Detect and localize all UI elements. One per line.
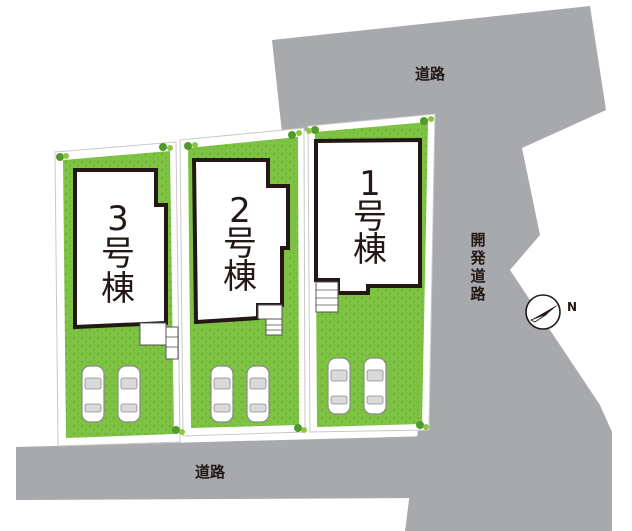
svg-text:路: 路 [470, 285, 486, 303]
south-road [16, 436, 432, 500]
house-2-suffix-go: 号 [223, 224, 257, 264]
car-icon [81, 365, 105, 423]
house-1 [314, 137, 422, 295]
house-3-suffix-to: 棟 [101, 269, 135, 309]
compass-letter: N [567, 300, 577, 314]
house-2 [191, 158, 290, 325]
car-icon [210, 365, 234, 423]
house-1-steps [315, 281, 339, 313]
house-2-suffix-to: 棟 [223, 257, 257, 297]
east-road-label: 開 発 道 路 [469, 231, 486, 303]
car-icon [363, 357, 387, 415]
house-1-number: 1 [359, 164, 381, 204]
svg-text:開: 開 [470, 231, 485, 249]
north-road-label: 道路 [415, 65, 446, 83]
south-road-label: 道路 [195, 463, 226, 481]
house-2-number: 2 [229, 191, 251, 231]
north-road [272, 6, 612, 531]
house-3-suffix-go: 号 [101, 234, 135, 274]
house-1-suffix-go: 号 [353, 197, 387, 237]
house-3 [73, 168, 168, 330]
car-icon [327, 357, 351, 415]
lot-2: 2 号 棟 [179, 127, 306, 437]
car-icon [246, 365, 270, 423]
lots: 3 号 棟 2 号 棟 [54, 113, 436, 447]
house-3-number: 3 [107, 199, 129, 239]
svg-text:道: 道 [470, 267, 485, 285]
house-3-steps [139, 322, 179, 360]
parking [81, 357, 387, 423]
house-2-steps [257, 304, 283, 336]
lot-1: 1 号 棟 [307, 113, 436, 433]
house-1-suffix-to: 棟 [353, 230, 387, 270]
roads [16, 6, 612, 531]
compass-icon: N [525, 294, 577, 330]
shrubs [56, 116, 434, 435]
svg-text:発: 発 [469, 249, 486, 267]
car-icon [117, 365, 141, 423]
